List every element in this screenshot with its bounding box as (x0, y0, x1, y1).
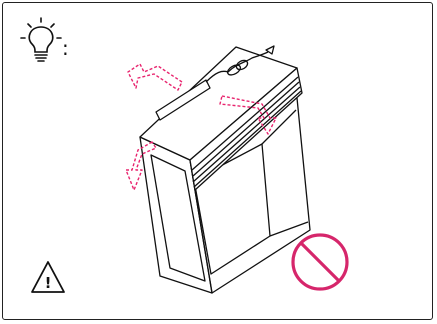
arrow-rotate-right (219, 95, 277, 135)
arrow-down-left (125, 141, 157, 191)
cable-bundle-case-icon (139, 45, 311, 294)
motion-arrows (125, 63, 277, 191)
arrow-lift-left (127, 63, 183, 91)
lightbulb-icon (20, 17, 62, 62)
warning-triangle-icon: ! (31, 261, 65, 293)
prohibited-icon (291, 233, 349, 291)
tip-separator: : (62, 36, 69, 60)
warning-glyph: ! (45, 274, 52, 292)
